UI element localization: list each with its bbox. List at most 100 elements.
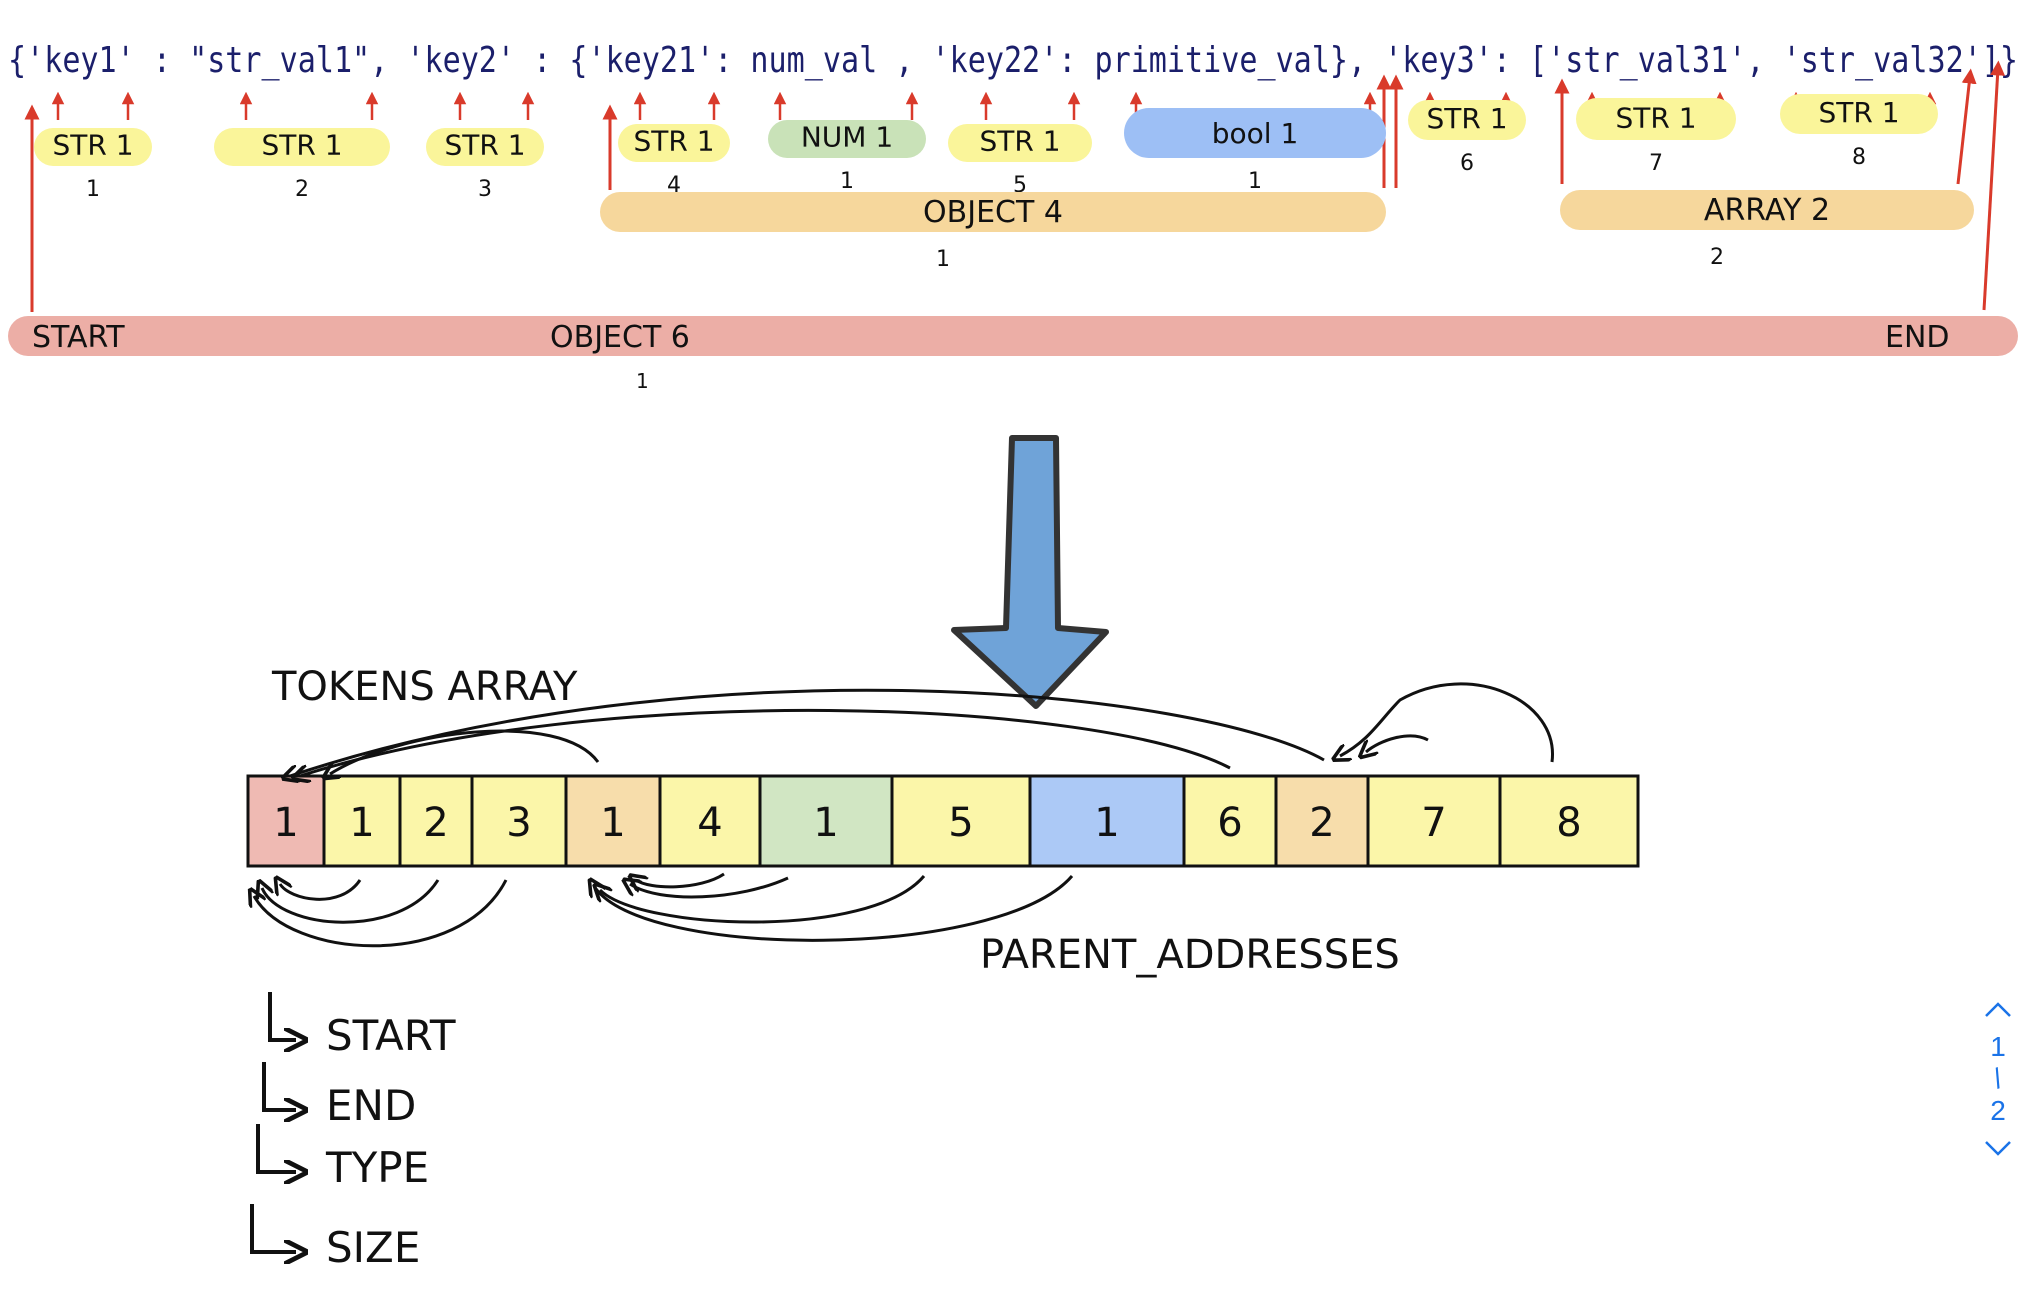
field-arrow [256, 1124, 296, 1172]
field-arrow [262, 1062, 296, 1110]
tokens-array-cell: 1 [324, 776, 400, 866]
token-type-label: STR 1 [1615, 101, 1696, 134]
tokens-array-cell: 3 [472, 776, 566, 866]
token-index: 1 [86, 177, 100, 202]
container-labels: OBJECT 4 1 ARRAY 22 [600, 190, 1974, 272]
token-pill: NUM 1 1 [768, 120, 926, 194]
token-field-label: SIZE [326, 1223, 420, 1272]
container-index: 2 [1710, 245, 1724, 270]
root-object-bar: START OBJECT 6 1 END [8, 316, 2018, 393]
token-field-item: TYPE [256, 1124, 429, 1192]
cell-fill [1276, 776, 1368, 866]
container-bar: OBJECT 4 1 [600, 192, 1386, 272]
cell-value: 5 [948, 800, 973, 846]
token-type-label: STR 1 [633, 125, 714, 158]
cell-value: 1 [600, 800, 625, 846]
token-pill: STR 1 7 [1576, 98, 1736, 176]
token-index: 8 [1852, 145, 1866, 170]
tokens-array-cell: 8 [1500, 776, 1638, 866]
cell-value: 6 [1217, 800, 1242, 846]
container-boundary-arrow [1982, 60, 2006, 311]
cell-value: 7 [1421, 800, 1446, 846]
page-pager: 1 / 2 [1978, 990, 2018, 1230]
token-index: 1 [1248, 169, 1262, 194]
cell-value: 3 [506, 800, 531, 846]
cell-fill [324, 776, 400, 866]
token-pill: bool 1 1 [1124, 108, 1386, 194]
tokens-array-cell: 2 [1276, 776, 1368, 866]
tokens-array-cell: 4 [660, 776, 760, 866]
token-pill-bg [1780, 94, 1938, 134]
token-pill-bg [34, 128, 152, 166]
cell-fill [1368, 776, 1500, 866]
json-source-text: {'key1' : "str_val1", 'key2' : {'key21':… [8, 40, 2018, 81]
big-down-arrow [951, 435, 1109, 709]
parent-addresses-label: PARENT_ADDRESSES [980, 932, 1400, 978]
token-pill-bg [1124, 108, 1386, 158]
page-separator: / [1988, 1062, 2007, 1095]
token-pill-bg [1408, 100, 1526, 140]
cell-fill [1030, 776, 1184, 866]
container-type-label: OBJECT 4 [923, 195, 1063, 230]
token-pill-bg [1576, 98, 1736, 140]
tokens-array-cell: 2 [400, 776, 472, 866]
container-bar: ARRAY 22 [1560, 190, 1974, 270]
page-up-button[interactable] [1978, 990, 2018, 1030]
tokens-array-cell: 1 [248, 776, 324, 866]
token-pill: STR 11 [34, 128, 152, 202]
tokens-array-cell: 6 [1184, 776, 1276, 866]
token-index: 3 [478, 177, 492, 202]
token-pill: STR 16 [1408, 100, 1526, 176]
cell-fill [660, 776, 760, 866]
token-pill-bg [426, 128, 544, 166]
tokens-array-cell: 5 [892, 776, 1030, 866]
cell-value: 1 [349, 800, 374, 846]
cell-fill [1184, 776, 1276, 866]
chevron-down-icon [1985, 1141, 2011, 1156]
root-object-label: OBJECT 6 [550, 320, 690, 355]
cell-fill [248, 776, 324, 866]
token-field-label: TYPE [325, 1143, 429, 1192]
token-type-label: NUM 1 [801, 121, 893, 154]
cell-fill [400, 776, 472, 866]
token-index: 1 [840, 169, 854, 194]
cell-value: 1 [813, 800, 838, 846]
tokens-array-cell: 1 [566, 776, 660, 866]
token-index: 2 [295, 177, 309, 202]
page-down-button[interactable] [1978, 1128, 2018, 1168]
token-type-label: STR 1 [979, 125, 1060, 158]
parent-arrows-bottom [254, 874, 1074, 948]
container-boundary-arrow [1956, 68, 1977, 185]
tokens-array-label: TOKENS ARRAY [271, 664, 578, 710]
parent-arrows-top [290, 682, 1554, 776]
token-field-item: END [262, 1062, 416, 1130]
token-type-label: STR 1 [444, 129, 525, 162]
token-pill: STR 12 [214, 128, 390, 202]
token-index: 4 [667, 173, 681, 198]
cell-fill [1500, 776, 1638, 866]
tokens-array-cell: 1 [1030, 776, 1184, 866]
cell-fill [760, 776, 892, 866]
token-type-label: bool 1 [1212, 117, 1299, 150]
token-type-label: STR 1 [1818, 96, 1899, 129]
container-index: 1 [936, 247, 950, 272]
token-pill: STR 1 8 [1780, 94, 1938, 170]
token-pill-bg [618, 124, 730, 162]
token-index: 5 [1013, 173, 1027, 198]
token-pill-bg [214, 128, 390, 166]
token-type-label: STR 1 [1426, 102, 1507, 135]
token-field-item: START [268, 992, 456, 1060]
page-current: 1 [1990, 1031, 2006, 1062]
cell-value: 1 [273, 800, 298, 846]
cell-value: 2 [423, 800, 448, 846]
token-field-item: SIZE [250, 1204, 420, 1272]
token-pill: STR 1 3 [426, 128, 544, 202]
page-total: 2 [1990, 1095, 2006, 1126]
token-index: 7 [1649, 151, 1663, 176]
container-bar-bg [600, 192, 1386, 232]
cell-value: 4 [697, 800, 722, 846]
cell-value: 8 [1556, 800, 1581, 846]
